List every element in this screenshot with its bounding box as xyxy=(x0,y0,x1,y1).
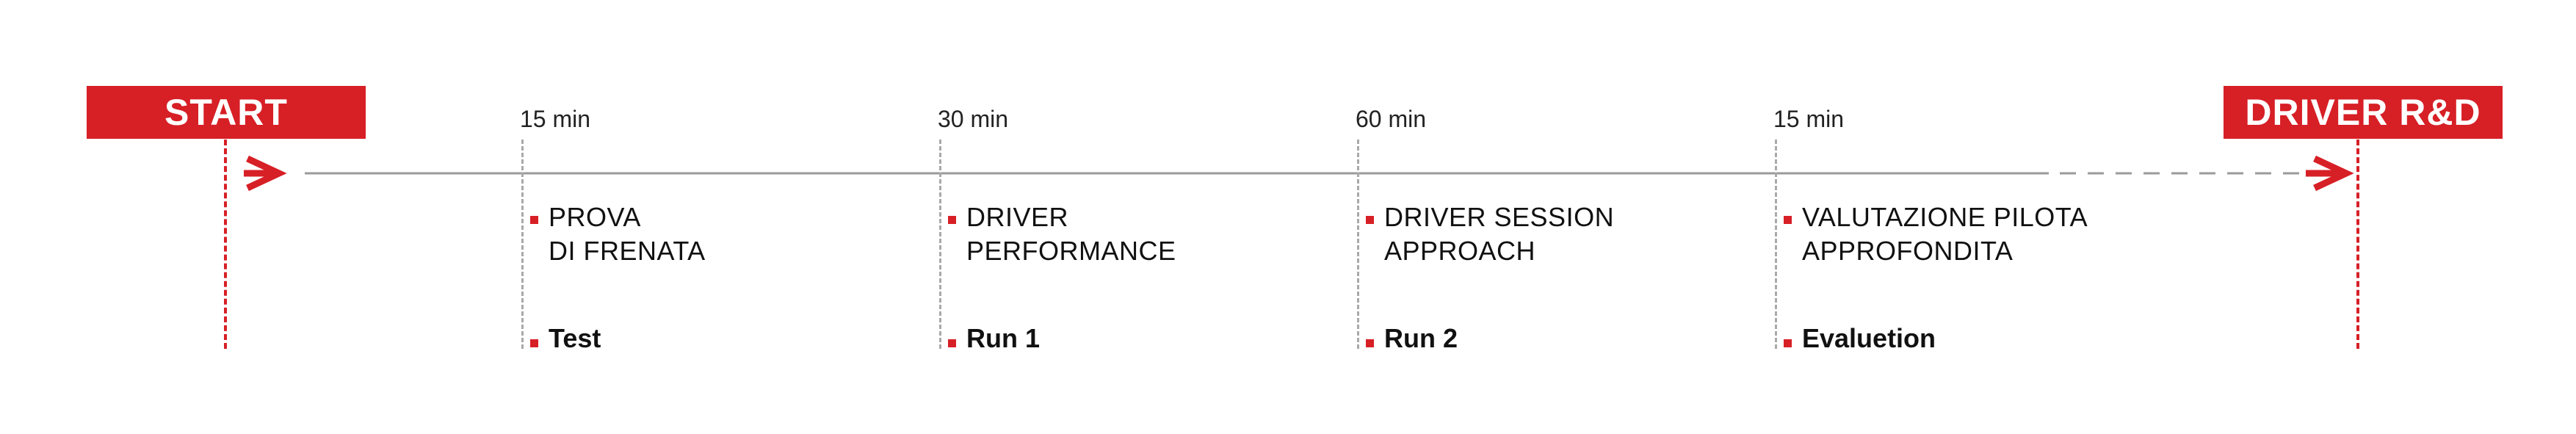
bullet-icon xyxy=(1784,339,1792,347)
step-title: DRIVER PERFORMANCE xyxy=(966,200,1176,268)
step-title-line: DRIVER SESSION xyxy=(1384,202,1615,232)
step-title-line: PERFORMANCE xyxy=(966,236,1176,266)
step-duration: 15 min xyxy=(520,106,591,132)
step-divider xyxy=(939,140,941,349)
step-duration: 30 min xyxy=(938,106,1009,132)
start-badge: START xyxy=(87,86,366,139)
step-name: Evaluetion xyxy=(1802,323,1936,353)
bullet-icon xyxy=(948,339,956,347)
step-title: DRIVER SESSION APPROACH xyxy=(1384,200,1614,268)
bullet-icon xyxy=(530,216,538,224)
step-title-line: APPROFONDITA xyxy=(1802,236,2014,266)
arrow-right-icon xyxy=(2313,155,2354,192)
bullet-icon xyxy=(948,216,956,224)
step-name: Run 2 xyxy=(1384,323,1458,353)
step-title: VALUTAZIONE PILOTA APPROFONDITA xyxy=(1802,200,2088,268)
step-divider xyxy=(1357,140,1359,349)
step-divider xyxy=(521,140,524,349)
start-marker xyxy=(224,140,227,349)
step-name: Test xyxy=(549,323,601,353)
start-label: START xyxy=(164,92,288,133)
bullet-icon xyxy=(530,339,538,347)
bullet-icon xyxy=(1366,216,1374,224)
step-title-line: PROVA xyxy=(549,202,641,232)
step-title-line: APPROACH xyxy=(1384,236,1536,266)
end-label: DRIVER R&D xyxy=(2245,92,2481,133)
step-duration: 60 min xyxy=(1356,106,1427,132)
step-title-line: DRIVER xyxy=(966,202,1069,232)
step-duration: 15 min xyxy=(1773,106,1845,132)
bullet-icon xyxy=(1784,216,1792,224)
end-marker xyxy=(2356,140,2359,349)
step-title-line: DI FRENATA xyxy=(549,236,706,266)
bullet-icon xyxy=(1366,339,1374,347)
step-title-line: VALUTAZIONE PILOTA xyxy=(1802,202,2088,232)
arrow-right-icon xyxy=(246,155,287,192)
step-divider xyxy=(1775,140,1777,349)
step-name: Run 1 xyxy=(966,323,1041,353)
end-badge: DRIVER R&D xyxy=(2224,86,2503,139)
step-title: PROVA DI FRENATA xyxy=(549,200,706,268)
